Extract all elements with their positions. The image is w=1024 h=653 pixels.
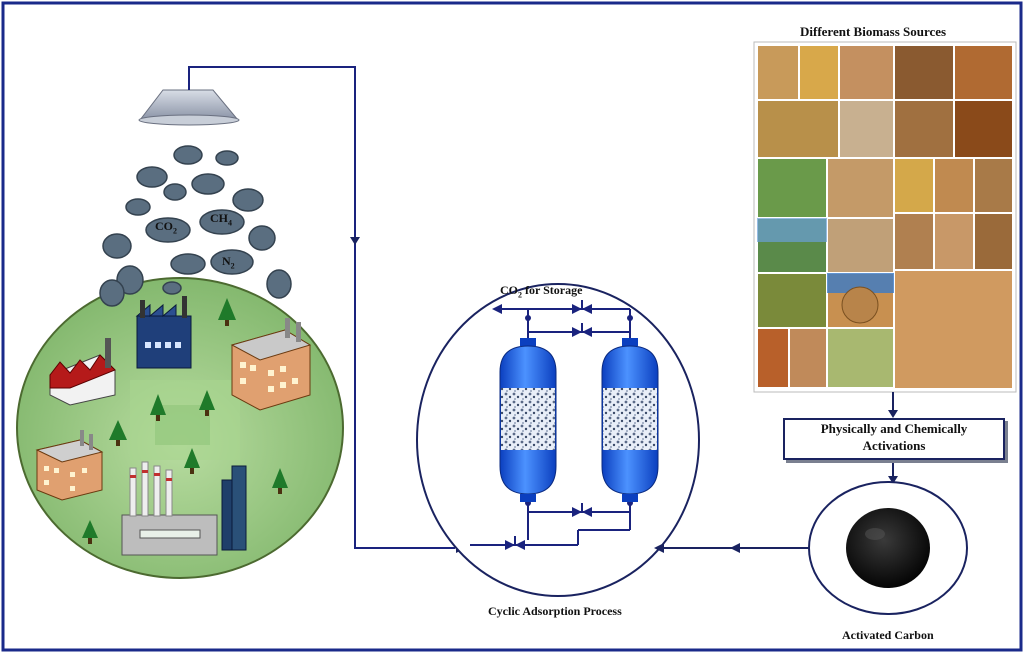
- plant-building-icon: [35, 430, 104, 501]
- storage-label: CO2 for Storage: [500, 283, 582, 299]
- biomass-sources-title: Different Biomass Sources: [800, 24, 947, 39]
- red-factory-icon: [49, 338, 116, 406]
- activation-box: Physically and Chemically Activations: [783, 418, 1005, 460]
- activated-carbon-label: Activated Carbon: [842, 628, 934, 642]
- collection-hood-icon: [138, 89, 240, 126]
- valve-icons: [505, 300, 633, 550]
- gas-label-n2: N2: [222, 254, 235, 271]
- power-plant-icon: [121, 461, 247, 556]
- activated-carbon-icon: [808, 481, 968, 615]
- adsorption-column-2: [601, 338, 659, 502]
- storage-sub: 2: [518, 290, 522, 300]
- apartment-building-icon: [230, 318, 312, 411]
- storage-rest: for Storage: [522, 283, 583, 297]
- tree-icons: [82, 298, 288, 544]
- control-building-icon: [135, 296, 192, 369]
- gas-label-co2: CO2: [155, 219, 177, 236]
- feed-gas-line: [188, 66, 455, 549]
- gas-label-ch4: CH4: [210, 211, 232, 228]
- biomass-collage: [753, 41, 1017, 393]
- adsorption-column-1: [499, 338, 557, 502]
- flow-arrow-down: [350, 237, 360, 245]
- storage-co: CO: [500, 283, 518, 297]
- gas-cloud-icons: [99, 145, 292, 307]
- activation-line-2: Activations: [862, 438, 926, 453]
- cyclic-process-label: Cyclic Adsorption Process: [488, 604, 622, 618]
- industrial-area: [16, 89, 344, 579]
- adsorption-unit: [416, 283, 700, 597]
- activation-line-1: Physically and Chemically: [820, 421, 968, 436]
